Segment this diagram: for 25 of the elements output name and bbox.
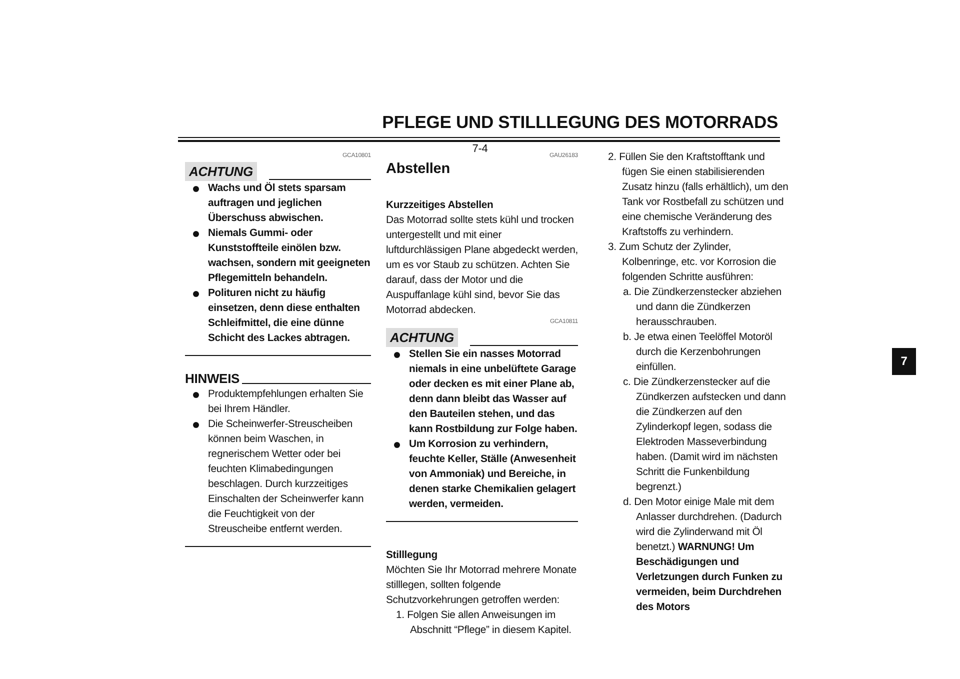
bullet-text: Wachs und Öl stets sparsam auftragen und jeglichen Überschuss abwischen. (208, 183, 346, 224)
lettered-step: d. Den Motor einige Male mit dem Anlasser durchdrehen. (Dadurch wird die Zylinderwand mit Öl benetzt.) WARNUNG! Um Beschädigungen und Verletzungen durch Funken zu vermeiden, beim Durchdrehen des Motors (598, 495, 790, 615)
bullet-text: Produktempfehlungen erhalten Sie bei Ihrem Händler. (208, 389, 364, 415)
lettered-step: a. Die Zündkerzenstecker abziehen und dann die Zündkerzen herausschrauben. (598, 285, 790, 330)
subheading: Kurzzeitiges Abstellen (386, 199, 494, 213)
subheading: Stilllegung (386, 549, 438, 563)
numbered-step: 2. Füllen Sie den Kraftstofftank und fügen Sie einen stabilisierenden Zusatz hinzu (falls erhältlich), um den Tank vor Rostbefall zu schützen und eine chemische Veränderung des Kraftstoffs zu verhindern. (598, 150, 790, 240)
warning-heading: ACHTUNG (386, 328, 458, 347)
bullet-text: Stellen Sie ein nasses Motorrad niemals in eine unbelüftete Garage oder decken es mit einer Plane ab, denn dann bleibt das Wasser auf den Bauteilen stehen, und das kann Rostbildung zur Folge haben. (409, 349, 578, 435)
warning-heading: ACHTUNG (185, 162, 257, 181)
bullet-text: Die Scheinwerfer-Streuscheiben können beim Waschen, in regnerischem Wetter oder bei feuchten Klimabedingungen beschlagen. Durch kurzzeitiges Einschalten der Scheinwerfer kann die Feuchtigkeit von der Streuscheibe entfernt werden. (208, 419, 364, 535)
lettered-step: b. Je etwa einen Teelöffel Motoröl durch die Kerzenbohrungen einfüllen. (598, 330, 790, 375)
bullet-text: Niemals Gummi- oder Kunststoffteile einölen bzw. wachsen, sondern mit geeigneten Pflegemitteln behandeln. (208, 228, 370, 284)
note-heading: HINWEIS (185, 370, 240, 387)
chapter-tab: 7 (892, 348, 916, 375)
page-number: 7-4 (471, 142, 489, 157)
page-title: PFLEGE UND STILLLEGUNG DES MOTORRADS (382, 112, 778, 132)
paragraph: Das Motorrad sollte stets kühl und trocken untergestellt und mit einer luftdurchlässigen Plane abgedeckt werden, um es vor Staub zu schützen. Achten Sie darauf, dass der Motor und die Auspuffanlage kühl sind, bevor Sie das Motorrad abdecken. (386, 214, 578, 318)
numbered-step: 1. Folgen Sie allen Anweisungen im Abschnitt “Pflege” in diesem Kapitel. (386, 608, 578, 638)
bullet-text: Um Korrosion zu verhindern, feuchte Keller, Ställe (Anwesenheit von Ammoniak) und Bereiche, in denen starke Chemikalien gelagert werden, vermeiden. (409, 439, 576, 510)
paragraph: Möchten Sie Ihr Motorrad mehrere Monate stilllegen, sollten folgende Schutzvorkehrungen getroffen werden: (386, 564, 578, 608)
section-heading: Abstellen (386, 160, 451, 178)
lettered-step: c. Die Zündkerzenstecker auf die Zündkerzen aufstecken und dann die Zündkerzen auf den Zylinderkopf legen, sodass die Elektroden Masseverbindung haben. (Damit wird im nächsten Schritt die Funkenbildung begrenzt.) (598, 375, 790, 495)
numbered-step: 3. Zum Schutz der Zylinder, Kolbenringe, etc. vor Korrosion die folgenden Schritte ausführen: (598, 240, 790, 285)
bullet-text: Polituren nicht zu häufig einsetzen, denn diese enthalten Schleifmittel, die eine dünne Schicht des Lackes abtragen. (208, 288, 360, 344)
